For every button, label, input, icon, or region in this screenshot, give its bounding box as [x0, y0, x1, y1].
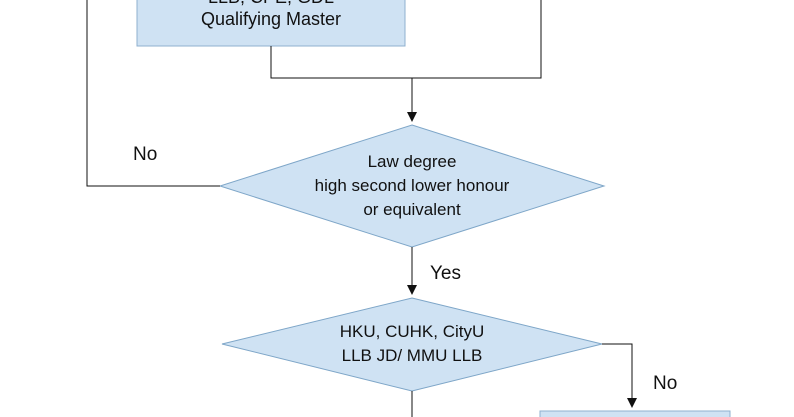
- connector-box-to-merge: [270, 0, 542, 79]
- edge-label-no-left: No: [133, 144, 158, 165]
- connector-no-right: [602, 343, 637, 408]
- decision1-line3: or equivalent: [363, 200, 461, 219]
- top-box-line2: Qualifying Master: [200, 9, 342, 29]
- bottom-right-box: [539, 410, 731, 417]
- decision1-line1: Law degree: [367, 152, 457, 171]
- decision2-line1: HKU, CUHK, CityU: [339, 322, 485, 341]
- edge-label-no-right: No: [653, 373, 678, 394]
- top-box-line1: LLB, CPE, GDL: [137, 0, 405, 8]
- connector-no-loop-left: [86, 0, 220, 187]
- edge-label-yes: Yes: [430, 263, 461, 284]
- decision1-line2: high second lower honour: [314, 176, 510, 195]
- top-qualification-box: [136, 0, 406, 47]
- decision2-line2: LLB JD/ MMU LLB: [341, 346, 483, 365]
